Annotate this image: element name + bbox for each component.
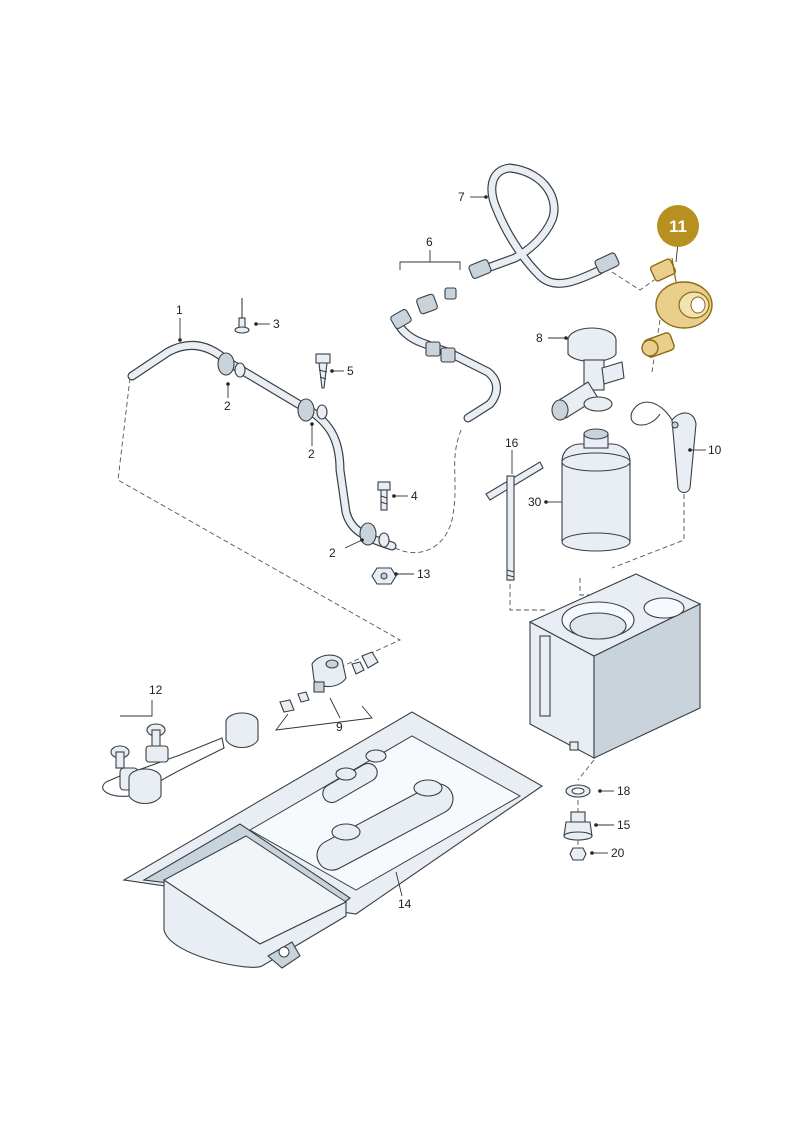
callout-6: 6	[426, 235, 433, 249]
callout-20: 20	[611, 846, 625, 860]
callout-9: 9	[336, 720, 343, 734]
callout-16: 16	[505, 436, 519, 450]
part-30-gas-cylinder	[561, 428, 631, 552]
callout-18: 18	[617, 784, 631, 798]
part-1-gas-pipe	[127, 340, 397, 551]
callout-3: 3	[273, 317, 280, 331]
highlight-badge[interactable]	[657, 205, 699, 247]
part-15-drain-fitting	[563, 811, 593, 841]
callout-7: 7	[458, 190, 465, 204]
callout-4: 4	[411, 489, 418, 503]
part-18-seal-ring	[565, 784, 591, 798]
part-2-pipe-clamp-middle	[297, 398, 328, 422]
leader-lines	[179, 196, 706, 897]
part-14-sink-hob-unit	[122, 711, 544, 969]
part-16-t-wrench	[485, 461, 544, 581]
callout-8: 8	[536, 331, 543, 345]
part-4-bolt	[377, 481, 391, 511]
callout-13: 13	[417, 567, 431, 581]
part-8-cylinder-valve	[551, 327, 625, 421]
callout-30: 30	[528, 495, 542, 509]
part-9-gas-valve-set	[275, 651, 379, 731]
callout-10: 10	[708, 443, 722, 457]
highlight-badge-label: 11	[669, 217, 687, 236]
part-11-pressure-regulator	[641, 257, 713, 358]
callout-2: 2	[308, 447, 315, 461]
part-5-screw	[315, 353, 331, 389]
callout-labels: 1 2 2 2 3 4 5 6 7 8 9 10 12 13 14 15 16 …	[149, 190, 722, 911]
highlighted-callout-11[interactable]: 11	[657, 205, 699, 247]
callout-2: 2	[329, 546, 336, 560]
callout-2: 2	[224, 399, 231, 413]
part-2-pipe-clamp-lower	[359, 522, 390, 548]
part-10-tap-handle	[630, 401, 697, 494]
callout-1: 1	[176, 303, 183, 317]
callout-14: 14	[398, 897, 412, 911]
callout-15: 15	[617, 818, 631, 832]
part-6-pipe-fittings	[390, 287, 501, 423]
part-2-pipe-clamp-upper	[217, 352, 246, 378]
part-13-nut	[371, 567, 397, 585]
callout-5: 5	[347, 364, 354, 378]
part-3-rivet	[234, 298, 250, 334]
callout-12: 12	[149, 683, 163, 697]
leader-dots	[178, 195, 692, 855]
part-12-burner-tap-assembly	[102, 700, 259, 805]
cylinder-housing-box	[528, 573, 702, 759]
part-7-gas-hose	[468, 163, 620, 288]
part-20-nut	[569, 847, 587, 861]
